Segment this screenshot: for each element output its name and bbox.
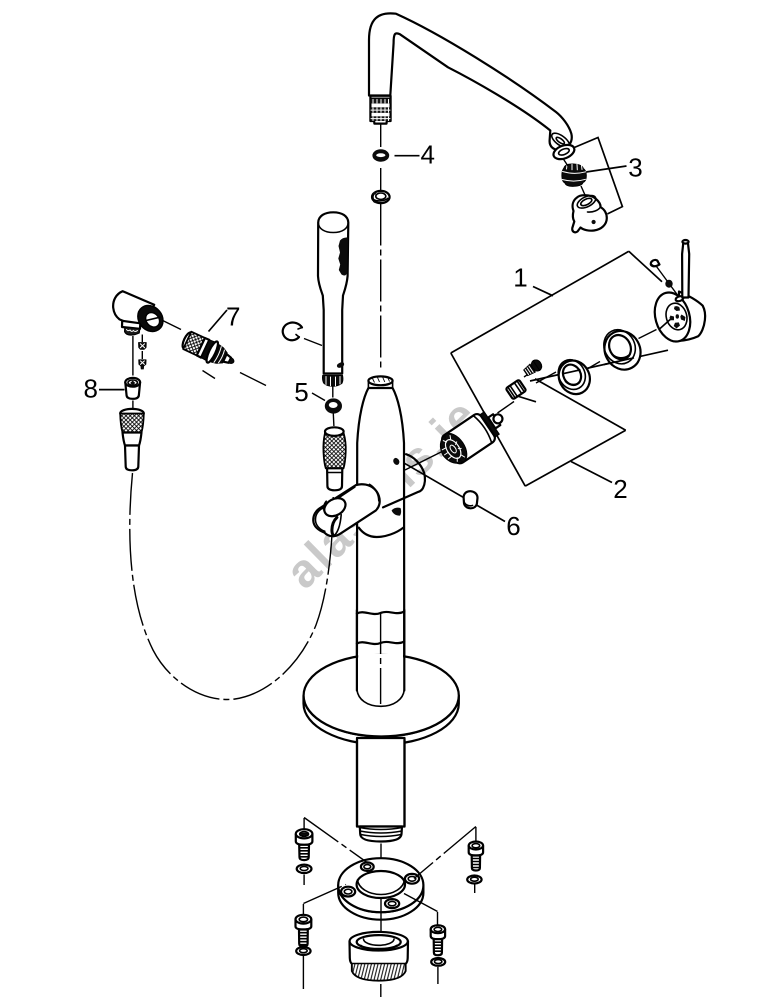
svg-text:4: 4: [420, 140, 434, 170]
svg-text:3: 3: [628, 153, 642, 183]
svg-text:1: 1: [513, 263, 527, 293]
svg-text:5: 5: [294, 377, 308, 407]
svg-text:7: 7: [226, 302, 240, 332]
svg-text:6: 6: [506, 511, 520, 541]
svg-text:8: 8: [83, 374, 97, 404]
svg-text:2: 2: [613, 474, 627, 504]
